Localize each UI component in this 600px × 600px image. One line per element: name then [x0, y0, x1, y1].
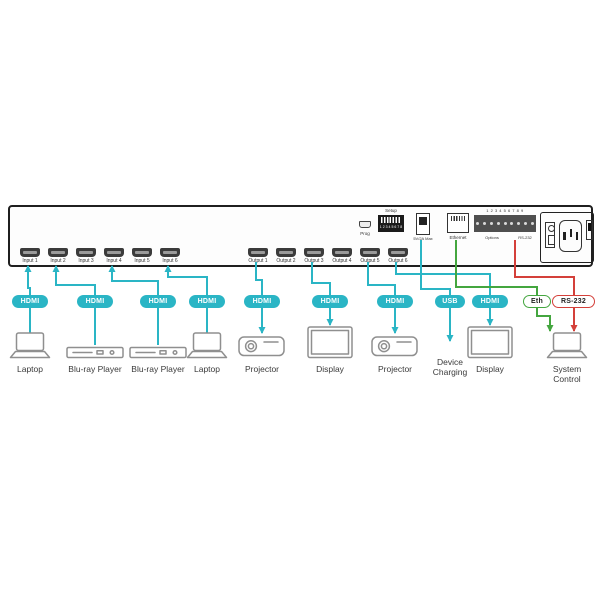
device-label: Laptop	[194, 364, 220, 374]
power-module	[540, 212, 594, 263]
hdmi-input-port-3	[76, 248, 96, 257]
terminal-pin	[522, 222, 529, 225]
device-label: System Control	[552, 364, 582, 385]
ethernet-port-icon	[447, 213, 469, 233]
hdmi-badge: HDMI	[377, 295, 413, 308]
device-rear-panel: Input 1 Input 2 Input 3 Input 4 Input 5 …	[8, 205, 594, 267]
input-port-label-3: Input 3	[78, 258, 94, 264]
dip-switch-icon: 1 2 3 4 5 6 7 8	[378, 215, 404, 232]
hdmi-badge: HDMI	[189, 295, 225, 308]
hdmi-output-port-5	[360, 248, 380, 257]
terminal-pin	[488, 222, 495, 225]
hdmi-output-port-2	[276, 248, 296, 257]
device-label: Projector	[377, 364, 412, 374]
terminal-pin	[474, 222, 481, 225]
terminal-pin	[515, 222, 522, 225]
hdmi-badge: HDMI	[244, 295, 280, 308]
options-label: Options	[485, 235, 499, 240]
hdmi-badge: HDMI	[312, 295, 348, 308]
terminal-pin	[481, 222, 488, 225]
output-port-label-5: Output 5	[360, 258, 380, 264]
output-port-label-3: Output 3	[304, 258, 324, 264]
laptop-icon	[545, 332, 589, 360]
input-port-label-4: Input 4	[106, 258, 122, 264]
wire-hdmi-output-4	[395, 262, 494, 326]
terminal-pin	[495, 222, 502, 225]
hdmi-output-port-1	[248, 248, 268, 257]
rj45-pins-icon	[451, 216, 465, 221]
dip-ticks-icon	[381, 217, 401, 223]
usb-port-label: 5V/2A Max	[413, 236, 433, 241]
fuse-icon	[545, 222, 555, 248]
device-label: Laptop	[17, 364, 43, 374]
terminal-pin	[529, 222, 536, 225]
device-label: Device Charging	[432, 357, 468, 378]
bluray-player-icon	[66, 346, 124, 359]
hdmi-badge: HDMI	[12, 295, 48, 308]
hdmi-output-port-4	[332, 248, 352, 257]
projector-icon	[238, 334, 286, 359]
device-label: Display	[316, 364, 344, 374]
usb-badge: USB	[435, 295, 465, 308]
power-switch-icon	[586, 220, 593, 240]
power-pin-icon	[569, 229, 572, 237]
power-pin-icon	[563, 232, 566, 240]
hdmi-input-port-5	[132, 248, 152, 257]
usb-tongue-icon	[419, 217, 427, 225]
ethernet-label: Ethernet	[449, 235, 467, 240]
hdmi-input-port-4	[104, 248, 124, 257]
hdmi-output-port-6	[388, 248, 408, 257]
display-icon	[467, 326, 513, 359]
input-port-label-5: Input 5	[134, 258, 150, 264]
laptop-icon	[185, 332, 229, 360]
hdmi-output-port-3	[304, 248, 324, 257]
device-label: Display	[476, 364, 504, 374]
projector-icon	[371, 334, 419, 359]
input-port-label-6: Input 6	[162, 258, 178, 264]
output-port-label-6: Output 6	[388, 258, 408, 264]
hdmi-badge: HDMI	[140, 295, 176, 308]
input-port-label-2: Input 2	[50, 258, 66, 264]
display-icon	[307, 326, 353, 359]
input-port-label-1: Input 1	[22, 258, 38, 264]
hdmi-input-port-2	[48, 248, 68, 257]
rs232-port-label: RS-232	[518, 235, 532, 240]
power-pin-icon	[575, 232, 578, 240]
setup-label: Setup	[385, 208, 397, 213]
hdmi-badge: HDMI	[472, 295, 508, 308]
prog-label: Prog	[360, 231, 370, 236]
output-port-label-1: Output 1	[248, 258, 268, 264]
hdmi-input-port-6	[160, 248, 180, 257]
bluray-player-icon	[129, 346, 187, 359]
device-label: Projector	[244, 364, 279, 374]
output-port-label-2: Output 2	[276, 258, 296, 264]
device-label: Blu-ray Player	[68, 364, 122, 374]
terminal-pin	[502, 222, 509, 225]
hdmi-input-port-1	[20, 248, 40, 257]
power-inlet-icon	[559, 220, 582, 252]
usb-port-icon	[416, 213, 430, 235]
hdmi-badge: HDMI	[77, 295, 113, 308]
output-port-label-4: Output 4	[332, 258, 352, 264]
eth-badge: Eth	[523, 295, 551, 308]
terminal-numbers: 1 2 3 4 5 6 7 8 9	[486, 208, 524, 213]
rs232-badge: RS-232	[552, 295, 595, 308]
dip-numbers: 1 2 3 4 5 6 7 8	[379, 224, 403, 229]
laptop-icon	[8, 332, 52, 360]
micro-usb-icon	[359, 221, 371, 228]
terminal-pin	[508, 222, 515, 225]
wire-hdmi-output-2	[311, 262, 334, 326]
terminal-block-icon	[474, 215, 536, 232]
device-label: Blu-ray Player	[131, 364, 185, 374]
